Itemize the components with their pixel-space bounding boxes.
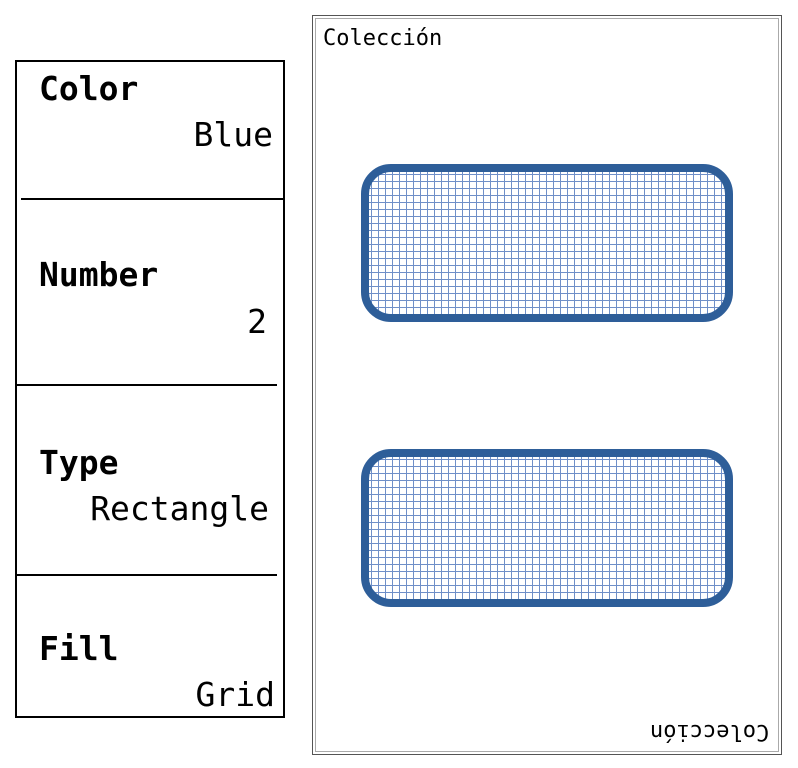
card-title-inverted: Colección <box>649 719 769 744</box>
divider <box>17 384 277 386</box>
attribute-panel: Color Blue Number 2 Type Rectangle Fill … <box>15 60 285 718</box>
divider <box>17 574 277 576</box>
number-value: 2 <box>247 302 267 341</box>
color-value: Blue <box>193 115 273 154</box>
color-label: Color <box>39 69 139 108</box>
rounded-rectangle-shape <box>361 449 733 607</box>
divider <box>21 198 283 200</box>
fill-value: Grid <box>195 675 275 714</box>
card[interactable]: Colección Colección <box>312 15 782 755</box>
fill-label: Fill <box>39 629 119 668</box>
card-title: Colección <box>323 26 443 51</box>
rounded-rectangle-shape <box>361 164 733 322</box>
type-label: Type <box>39 443 119 482</box>
number-label: Number <box>39 255 159 294</box>
type-value: Rectangle <box>90 489 269 528</box>
